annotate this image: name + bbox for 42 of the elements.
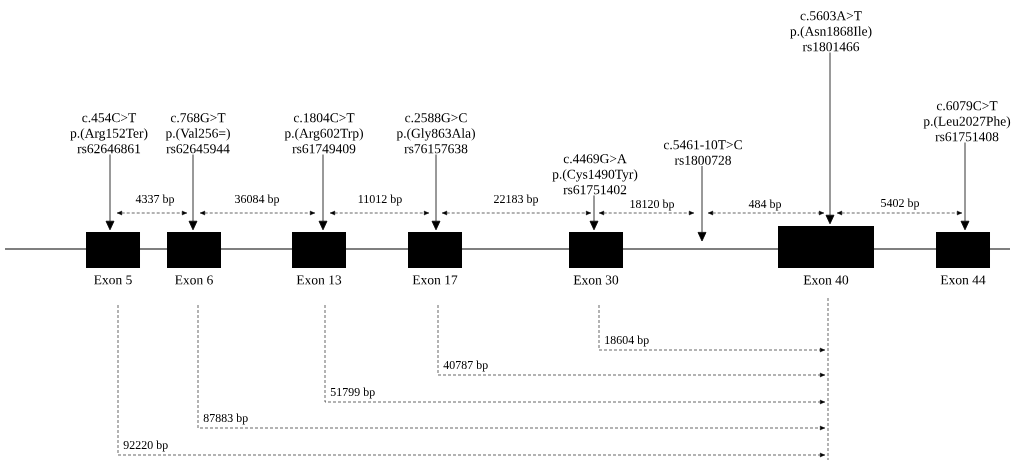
- arrow: [431, 154, 441, 231]
- variant-label: c.454C>T p.(Arg152Ter) rs62646861: [70, 113, 148, 154]
- arrow: [105, 154, 115, 231]
- distance-label: 22183 bp: [494, 194, 539, 206]
- node-label: Exon 5: [94, 275, 132, 285]
- variant-label: c.4469G>A p.(Cys1490Tyr) rs61751402: [552, 154, 638, 195]
- arrow: [697, 165, 707, 242]
- distance-label: 4337 bp: [135, 194, 175, 206]
- node-label: Exon 17: [412, 275, 458, 285]
- variant-label: c.5603A>T p.(Asn1868Ile) rs1801466: [790, 11, 872, 52]
- distance-label: 40787 bp: [443, 360, 488, 372]
- exon-box: Exon 44: [936, 232, 990, 285]
- variant-label: c.5461-10T>C rs1800728: [663, 140, 742, 165]
- distance-label: 92220 bp: [123, 440, 168, 452]
- arrow: [589, 195, 599, 231]
- distance-label: 18120 bp: [630, 199, 675, 211]
- node-label: Exon 40: [803, 275, 849, 285]
- distance-label: 51799 bp: [330, 387, 375, 399]
- arrow: [188, 154, 198, 231]
- variant-label: c.6079C>T p.(Leu2027Phe) rs61751408: [923, 101, 1011, 142]
- variant-label: c.2588G>C p.(Gly863Ala) rs76157638: [396, 113, 475, 154]
- exon-box: Exon 6: [167, 232, 221, 285]
- distance-label: 18604 bp: [605, 335, 649, 347]
- node-label: Exon 30: [573, 275, 619, 285]
- exon-box: Exon 30: [569, 232, 623, 285]
- arrow: [318, 154, 328, 231]
- exon-box: Exon 5: [86, 232, 140, 285]
- exon-box: Exon 40: [778, 226, 874, 285]
- distance-label: 11012 bp: [358, 194, 402, 206]
- distance-label: 484 bp: [748, 199, 782, 211]
- variant-label: c.768G>T p.(Val256=) rs62645944: [165, 113, 230, 154]
- exon-box: Exon 13: [292, 232, 346, 285]
- node-label: Exon 13: [296, 275, 342, 285]
- distance-label: 5402 bp: [881, 198, 920, 210]
- node-label: Exon 44: [940, 275, 986, 285]
- arrow: [960, 142, 970, 231]
- distance-label: 87883 bp: [203, 413, 248, 425]
- exon-box: Exon 17: [408, 232, 462, 285]
- arrow: [825, 52, 835, 225]
- node-label: Exon 6: [175, 275, 213, 285]
- distance-label: 36084 bp: [235, 194, 280, 206]
- variant-label: c.1804C>T p.(Arg602Trp) rs61749409: [284, 113, 363, 154]
